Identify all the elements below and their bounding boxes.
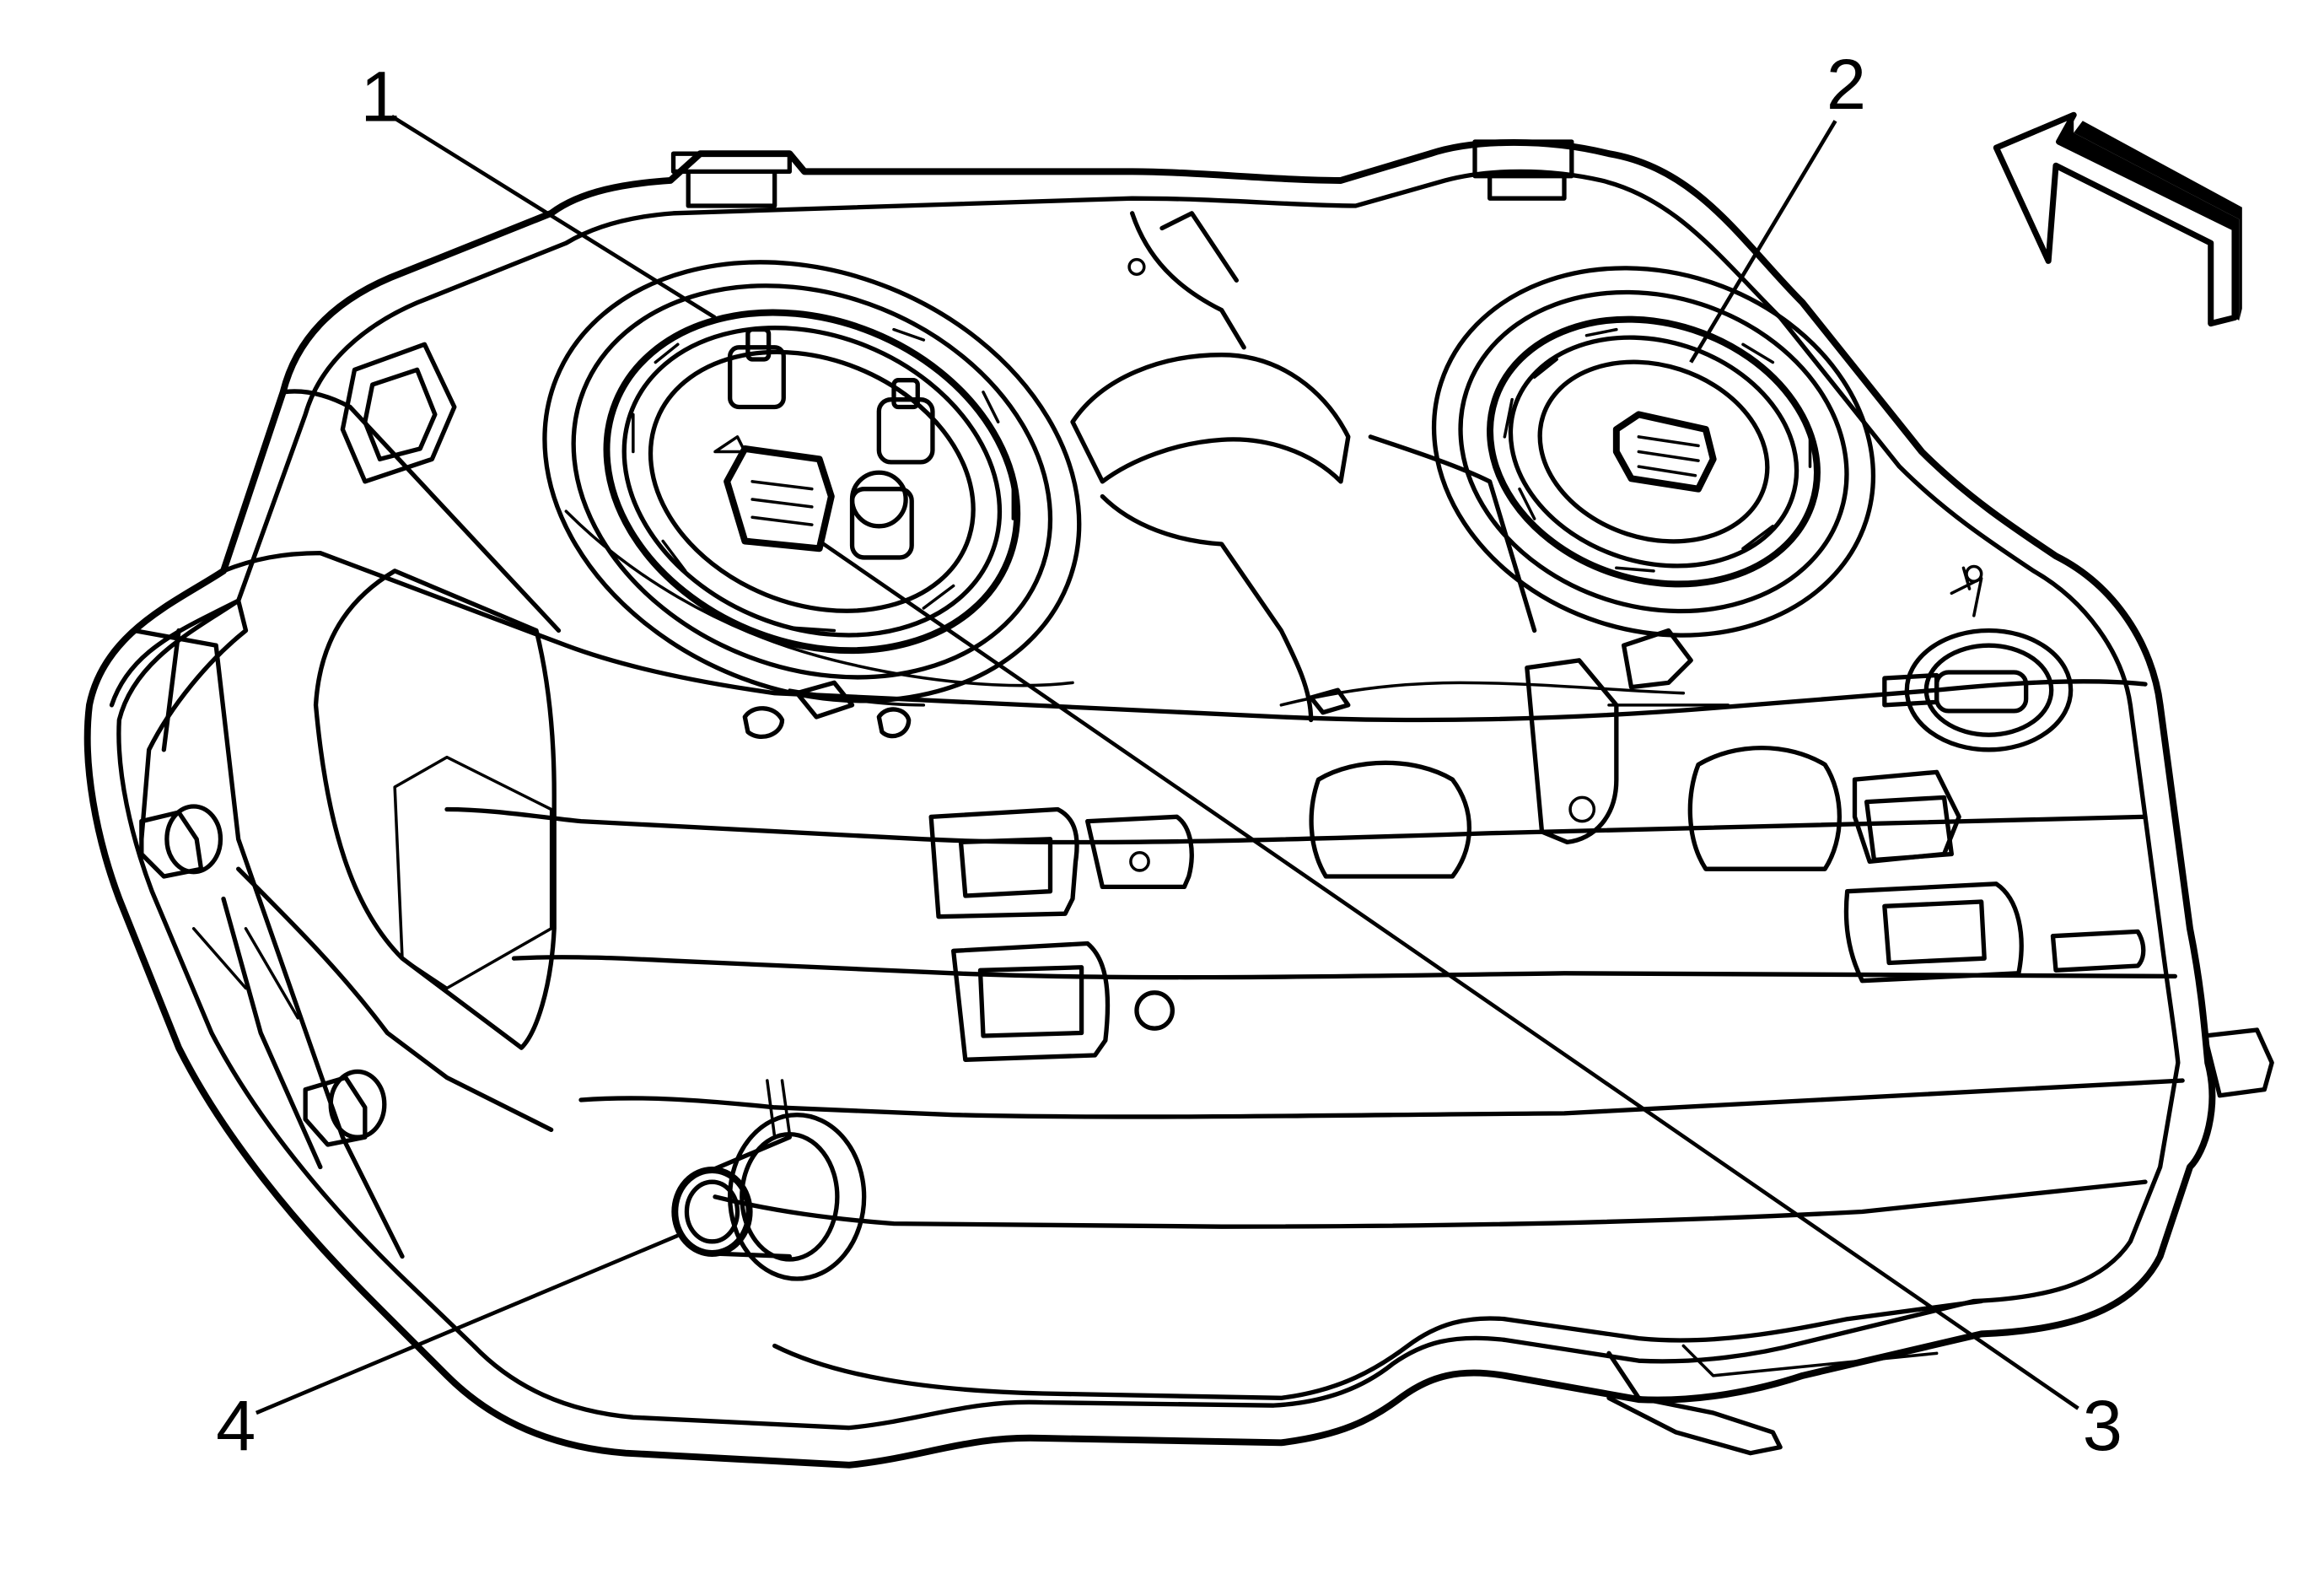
- side-clips: [139, 804, 2274, 1147]
- tank-top-details: [340, 139, 2074, 864]
- fuel-pump-module: [542, 260, 1082, 703]
- fuel-level-sender: [1431, 266, 1876, 638]
- leader-1: [390, 115, 717, 320]
- callout-1: 1: [361, 56, 401, 136]
- fuel-tank-body: [83, 139, 2216, 1469]
- callout-leaders: [255, 115, 2079, 1415]
- leader-2: [1689, 120, 1837, 364]
- callout-3: 3: [2083, 1385, 2122, 1465]
- leader-4: [255, 1233, 679, 1415]
- callout-2: 2: [1826, 44, 1866, 124]
- tank-front-recesses: [928, 746, 2146, 1062]
- filler-neck: [671, 1079, 867, 1281]
- forward-arrow-icon: [1993, 111, 2242, 327]
- leader-3: [818, 539, 2079, 1410]
- callout-4: 4: [216, 1385, 256, 1465]
